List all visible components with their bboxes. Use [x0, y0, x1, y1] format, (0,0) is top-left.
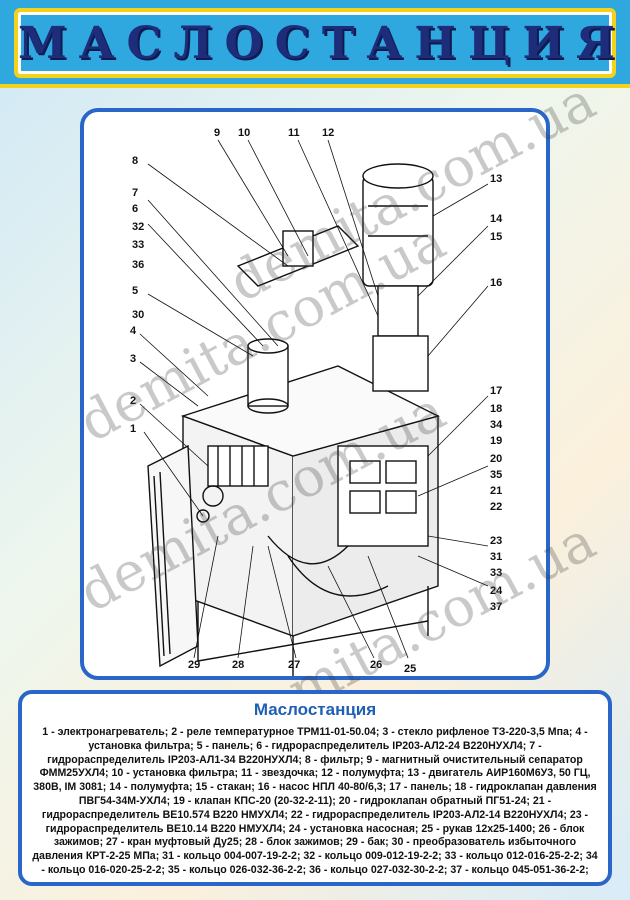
callout-3: 3: [130, 353, 136, 365]
callout-10: 10: [238, 127, 250, 139]
callout-36: 36: [132, 259, 144, 271]
page-title: МАСЛОСТАНЦИЯ: [18, 18, 627, 69]
callout-29: 29: [188, 659, 200, 671]
callout-9: 9: [214, 127, 220, 139]
callout-1: 1: [130, 423, 136, 435]
title-banner: МАСЛОСТАНЦИЯ: [14, 8, 616, 78]
callout-26: 26: [370, 659, 382, 671]
callout-6: 6: [132, 203, 138, 215]
callout-19: 19: [490, 435, 502, 447]
legend-panel: Маслостанция 1 - электронагреватель; 2 -…: [18, 690, 612, 886]
legend-text: 1 - электронагреватель; 2 - реле темпера…: [32, 726, 598, 876]
callout-5: 5: [132, 285, 138, 297]
callout-15: 15: [490, 231, 502, 243]
callout-30: 30: [132, 309, 144, 321]
legend-title: Маслостанция: [253, 700, 377, 719]
callout-13: 13: [490, 173, 502, 185]
callout-32: 32: [132, 221, 144, 233]
callout-28: 28: [232, 659, 244, 671]
callout-12: 12: [322, 127, 334, 139]
callout-18: 18: [490, 403, 502, 415]
callout-4: 4: [130, 325, 137, 337]
callout-17: 17: [490, 385, 502, 397]
header-bar: МАСЛОСТАНЦИЯ: [0, 0, 630, 88]
callout-20: 20: [490, 453, 502, 465]
callout-7: 7: [132, 187, 138, 199]
callout-22: 22: [490, 501, 502, 513]
callout-37: 37: [490, 601, 502, 613]
callout-25: 25: [404, 663, 416, 675]
callout-31: 31: [490, 551, 502, 563]
callout-35: 35: [490, 469, 502, 481]
callout-24: 24: [490, 585, 503, 597]
callout-33b: 33: [490, 567, 502, 579]
callout-34: 34: [490, 419, 503, 431]
callout-16: 16: [490, 277, 502, 289]
callout-14: 14: [490, 213, 503, 225]
diagram-frame: 1 2 3 4 30 5 36 33 32 6 7 8 9 10 11 12 1…: [80, 108, 550, 680]
callout-8: 8: [132, 155, 138, 167]
oil-station-diagram: 1 2 3 4 30 5 36 33 32 6 7 8 9 10 11 12 1…: [130, 127, 503, 676]
callout-27: 27: [288, 659, 300, 671]
callout-11: 11: [288, 127, 300, 139]
callout-21: 21: [490, 485, 502, 497]
callout-2: 2: [130, 395, 136, 407]
callout-33: 33: [132, 239, 144, 251]
callout-23: 23: [490, 535, 502, 547]
